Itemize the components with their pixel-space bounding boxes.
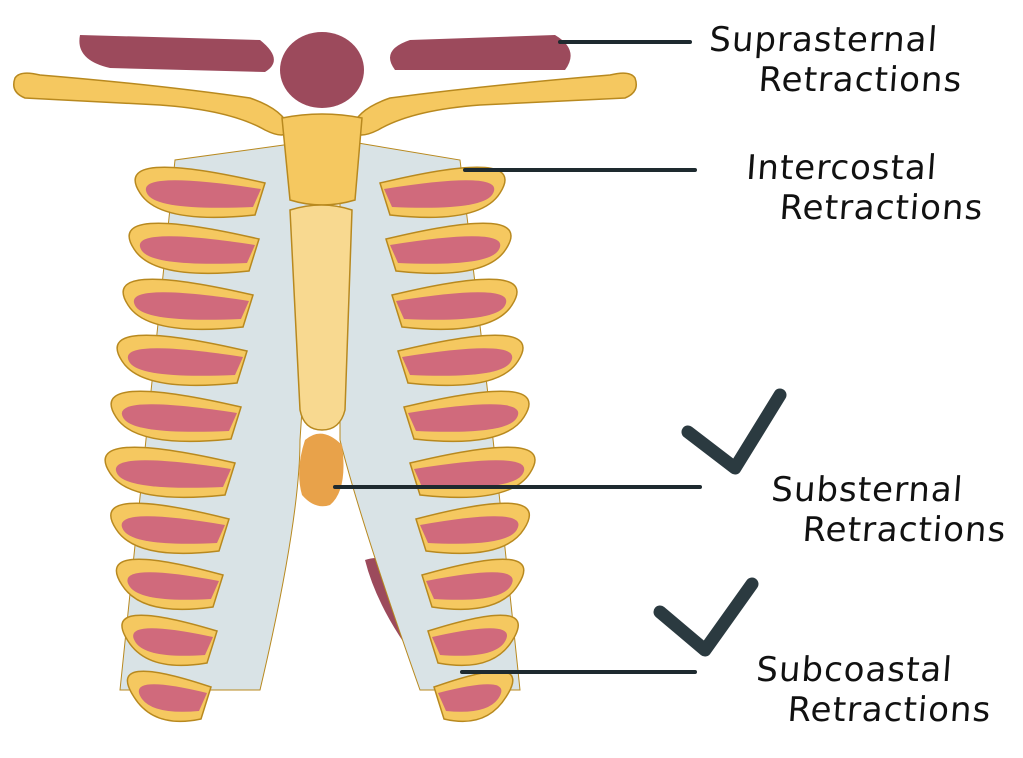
checkmarks (653, 388, 787, 657)
label-intercostal-retractions: Intercostal Retractions (742, 148, 987, 228)
sternum-body (289, 204, 353, 431)
intercostal-muscle-right (390, 236, 501, 264)
intercostal-muscle-left (133, 292, 249, 320)
intercostal-muscle-right (420, 516, 519, 544)
intercostal-muscle-left (121, 516, 225, 544)
neck-muscle-left (79, 35, 274, 72)
intercostal-muscle-right (408, 404, 519, 432)
intercostal-muscle-left (115, 460, 231, 488)
label-line: Subcoastal (755, 650, 955, 690)
label-subcoastal-retractions: Subcoastal Retractions (752, 650, 995, 730)
intercostal-muscle-left (121, 404, 237, 432)
manubrium (281, 113, 363, 206)
intercostal-muscle-left (145, 180, 261, 208)
clavicle-right (351, 72, 637, 136)
intercostal-muscle-left (127, 348, 243, 376)
intercostal-muscle-right (402, 348, 513, 376)
intercostal-muscle-right (438, 684, 502, 712)
intercostal-muscle-right (414, 460, 525, 488)
intercostal-muscle-left (133, 628, 213, 656)
label-line: Retractions (786, 690, 993, 730)
intercostal-muscle-left (139, 236, 255, 264)
ribs-left-side (104, 166, 266, 723)
clavicle-left (13, 72, 291, 136)
label-line: Substernal (770, 470, 965, 510)
suprasternal-muscle-center (280, 32, 364, 108)
ribs-right-side (379, 166, 536, 723)
intercostal-muscle-right (432, 628, 507, 656)
label-line: Suprasternal (708, 20, 940, 60)
label-substernal-retractions: Substernal Retractions (767, 470, 1010, 550)
checkmark-icon (653, 577, 759, 657)
intercostal-muscle-right (384, 180, 495, 208)
intercostal-muscle-right (426, 572, 513, 600)
suprasternal-muscles (79, 32, 571, 108)
intercostal-muscle-left (138, 684, 207, 712)
label-line: Retractions (757, 60, 964, 100)
checkmark-icon (681, 388, 787, 475)
label-line: Retractions (801, 510, 1008, 550)
intercostal-muscle-right (396, 292, 507, 320)
label-line: Retractions (778, 188, 985, 228)
clavicles (13, 72, 637, 136)
intercostal-muscle-left (127, 572, 219, 600)
label-suprasternal-retractions: Suprasternal Retractions (705, 20, 966, 100)
leader-lines (333, 40, 702, 674)
neck-muscle-right (390, 35, 571, 70)
label-line: Intercostal (745, 148, 939, 188)
sternum (281, 113, 363, 507)
xiphoid-process (299, 433, 344, 507)
